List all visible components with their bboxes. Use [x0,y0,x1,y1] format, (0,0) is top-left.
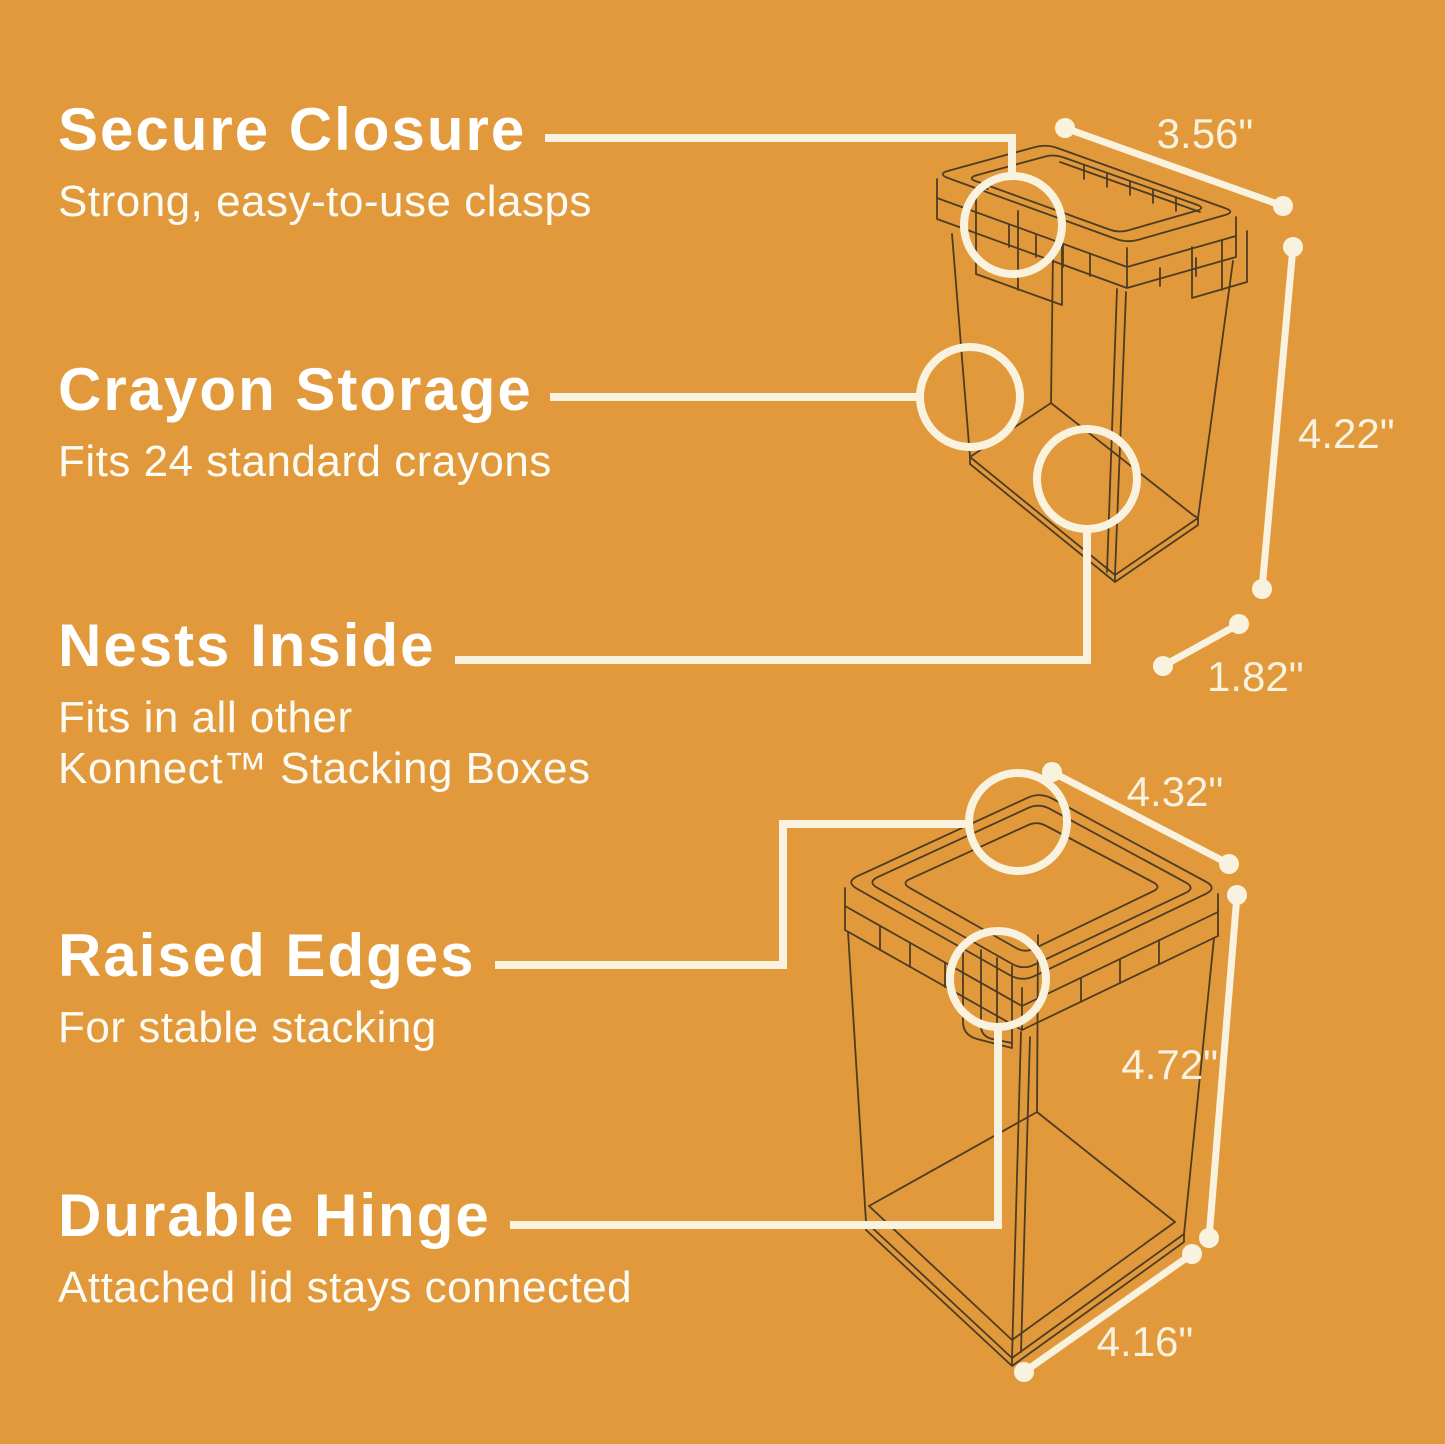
feature-subtitle: Strong, easy-to-use clasps [58,177,592,226]
callout-circle-durable-hinge [946,927,1050,1031]
callout-circle-nests-inside [1033,425,1141,533]
dimension-label: 4.72" [1121,1041,1218,1088]
dimension-bottom-box-height: 4.72" [1121,885,1247,1248]
callout-line-nests-inside [455,530,1091,664]
feature-title: Nests Inside [58,612,436,679]
callout-line-raised-edges [495,820,968,969]
feature-subtitle-line2: Konnect™ Stacking Boxes [58,744,591,794]
callout-circle-secure-closure [960,172,1066,278]
dimension-bottom-box-depth: 4.16" [1014,1244,1202,1382]
feature-durable-hinge: Durable Hinge Attached lid stays connect… [58,1186,698,1313]
dimension-top-box-depth: 1.82" [1153,614,1304,700]
feature-subtitle: Fits in all other [58,693,353,742]
feature-crayon-storage: Crayon Storage Fits 24 standard crayons [58,360,698,487]
top-box-wireframe [936,144,1248,583]
callout-circle-crayon-storage [916,343,1024,451]
dimension-label: 4.22" [1298,410,1395,457]
dimension-top-box-width: 3.56" [1055,110,1293,216]
feature-title: Durable Hinge [58,1182,491,1249]
dimension-label: 3.56" [1157,110,1254,157]
callout-line-secure-closure [545,134,1016,177]
feature-title: Raised Edges [58,922,476,989]
feature-subtitle: Attached lid stays connected [58,1263,633,1312]
dimension-label: 4.16" [1097,1318,1194,1365]
dimension-label: 1.82" [1207,653,1304,700]
callout-line-durable-hinge [510,1028,1002,1229]
dimension-label: 4.32" [1127,768,1224,815]
callout-circle-raised-edges [965,769,1071,875]
feature-title: Crayon Storage [58,356,533,423]
feature-secure-closure: Secure Closure Strong, easy-to-use clasp… [58,100,698,227]
feature-subtitle: Fits 24 standard crayons [58,437,552,486]
feature-title: Secure Closure [58,96,527,163]
feature-nests-inside: Nests Inside Fits in all other Konnect™ … [58,616,698,794]
feature-subtitle: For stable stacking [58,1003,437,1052]
feature-raised-edges: Raised Edges For stable stacking [58,926,698,1053]
dimension-bottom-box-width: 4.32" [1042,762,1239,874]
dimension-top-box-height: 4.22" [1252,237,1395,599]
